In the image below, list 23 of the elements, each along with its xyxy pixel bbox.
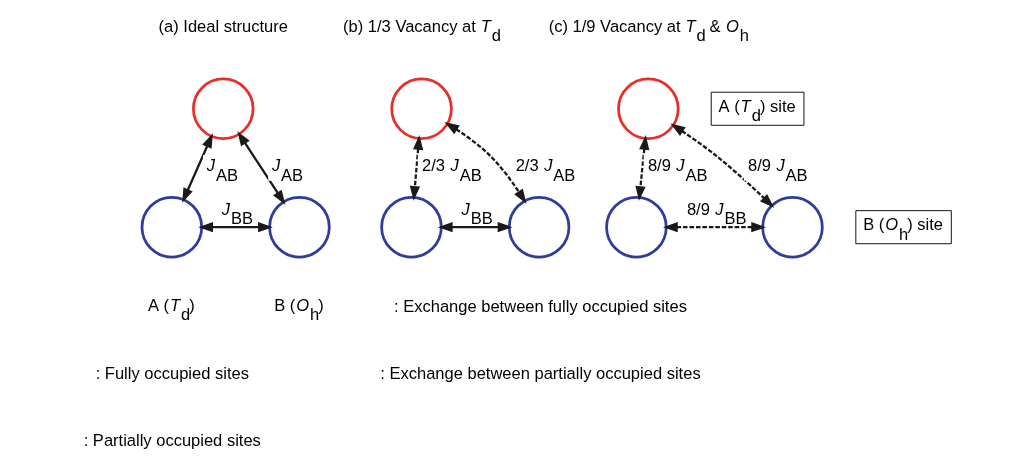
legend-label: : Exchange between fully occupied sites (394, 296, 687, 316)
arrow (409, 135, 424, 201)
node-circle (507, 196, 571, 259)
label: (a) Ideal structure (158, 17, 288, 37)
node-circle (380, 196, 443, 259)
node-circle (761, 196, 824, 259)
node-circle (268, 196, 331, 259)
node-circle (605, 196, 668, 259)
arrow (663, 222, 766, 233)
node-circle (140, 196, 204, 259)
arrow (437, 222, 513, 233)
legend-label: : Exchange between partially occupied sites (380, 363, 701, 383)
legend-label: : Partially occupied sites (83, 430, 261, 450)
arrow (182, 133, 213, 203)
legend-label: : Fully occupied sites (95, 363, 249, 383)
arrow (198, 222, 273, 233)
arrow (670, 123, 775, 208)
arrow (444, 122, 527, 204)
node-circle (617, 77, 680, 140)
arrow (237, 131, 286, 205)
arrow (635, 135, 650, 201)
node-circle (390, 77, 453, 140)
node-circle (192, 77, 255, 140)
